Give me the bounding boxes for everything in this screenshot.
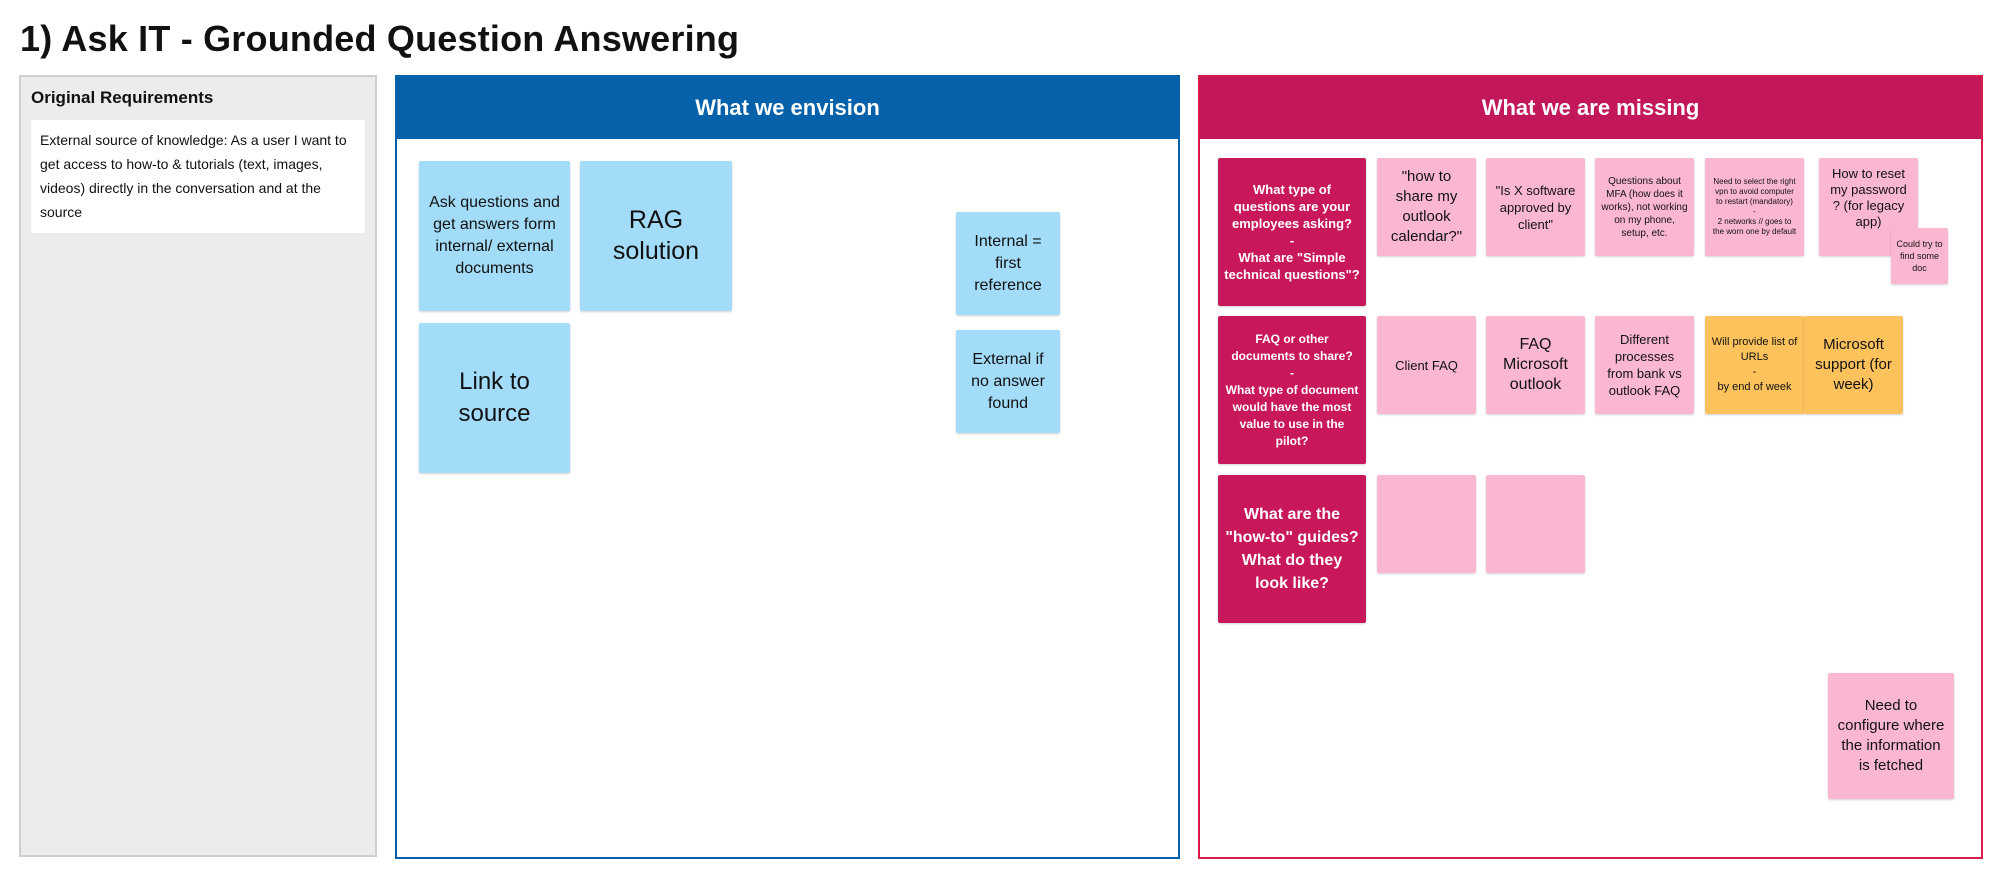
requirements-title: Original Requirements [31,88,214,107]
sticky-note-empty-2[interactable] [1486,475,1585,573]
sticky-note-internal-first[interactable]: Internal = first reference [956,212,1060,315]
sticky-note-could-try[interactable]: Could try to find some doc [1891,228,1948,284]
missing-header: What we are missing [1200,77,1981,139]
sticky-note-rag-solution[interactable]: RAG solution [580,161,732,311]
sticky-note-faq-microsoft[interactable]: FAQ Microsoft outlook [1486,316,1585,414]
sticky-note-client-faq[interactable]: Client FAQ [1377,316,1476,414]
sticky-note-configure[interactable]: Need to configure where the information … [1828,673,1954,799]
requirements-frame[interactable]: Original Requirements External source of… [19,75,377,857]
sticky-note-howto-guides[interactable]: What are the "how-to" guides? What do th… [1218,475,1366,623]
sticky-note-faq-documents[interactable]: FAQ or other documents to share? - What … [1218,316,1366,464]
sticky-note-share-outlook[interactable]: "how to share my outlook calendar?" [1377,158,1476,256]
sticky-note-external-if[interactable]: External if no answer found [956,330,1060,433]
sticky-note-question-types[interactable]: What type of questions are your employee… [1218,158,1366,306]
sticky-note-ask-questions[interactable]: Ask questions and get answers form inter… [419,161,570,311]
sticky-note-software-approved[interactable]: "Is X software approved by client" [1486,158,1585,256]
sticky-note-different-processes[interactable]: Different processes from bank vs outlook… [1595,316,1694,414]
envision-header: What we envision [397,77,1178,139]
sticky-note-microsoft-support[interactable]: Microsoft support (for week) [1804,316,1903,414]
sticky-note-link-to-source[interactable]: Link to source [419,323,570,473]
sticky-note-provide-urls[interactable]: Will provide list of URLs - by end of we… [1705,316,1804,414]
sticky-note-vpn[interactable]: Need to select the right vpn to avoid co… [1705,158,1804,256]
board-title: 1) Ask IT - Grounded Question Answering [20,18,740,59]
sticky-note-mfa[interactable]: Questions about MFA (how does it works),… [1595,158,1694,256]
sticky-note-empty-1[interactable] [1377,475,1476,573]
requirements-card[interactable]: External source of knowledge: As a user … [31,120,365,233]
